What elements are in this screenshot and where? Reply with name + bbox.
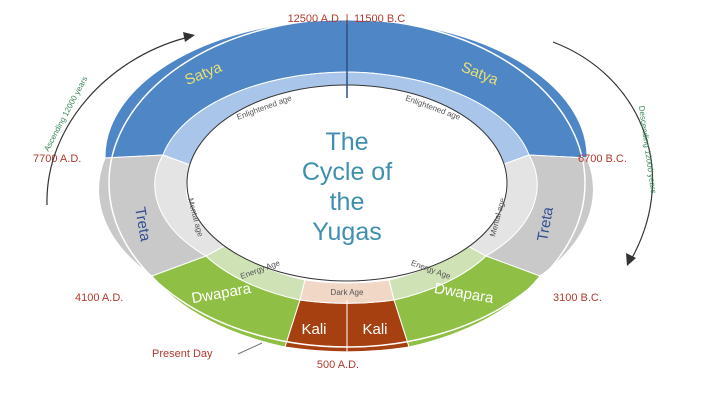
date-lower-right: 3100 B.C. xyxy=(553,292,602,304)
descending-arrow xyxy=(552,41,654,259)
descending-note: Descending 12000 years xyxy=(637,105,658,194)
date-top-left: 12500 A.D. xyxy=(288,13,342,25)
title-line-4: Yugas xyxy=(312,218,382,246)
title-line-3: the xyxy=(330,188,365,216)
ascending-arrow xyxy=(46,37,186,206)
ascending-note: Ascending 12000 years xyxy=(42,75,89,153)
label-treta-right: Treta xyxy=(534,205,557,243)
inner-dark xyxy=(299,279,395,304)
present-day-label: Present Day xyxy=(152,348,213,360)
date-top-right: 11500 B.C xyxy=(354,13,405,25)
descending-arrowhead xyxy=(626,253,636,266)
title-line-2: Cycle of xyxy=(302,158,392,186)
date-separator: | xyxy=(346,13,349,25)
label-treta-left: Treta xyxy=(131,206,154,244)
date-bottom: 500 A.D. xyxy=(317,359,359,371)
present-day-pointer xyxy=(237,342,263,355)
title-line-1: The xyxy=(325,128,368,156)
label-kali-left: Kali xyxy=(301,321,326,338)
ascending-arrowhead xyxy=(183,32,195,42)
date-upper-left: 7700 A.D. xyxy=(33,153,81,165)
label-kali-right: Kali xyxy=(362,321,387,338)
center-title: The Cycle of the Yugas xyxy=(302,128,392,246)
date-lower-left: 4100 A.D. xyxy=(75,292,123,304)
date-upper-right: 6700 B.C. xyxy=(578,153,627,165)
label-dark: Dark Age xyxy=(331,288,364,297)
